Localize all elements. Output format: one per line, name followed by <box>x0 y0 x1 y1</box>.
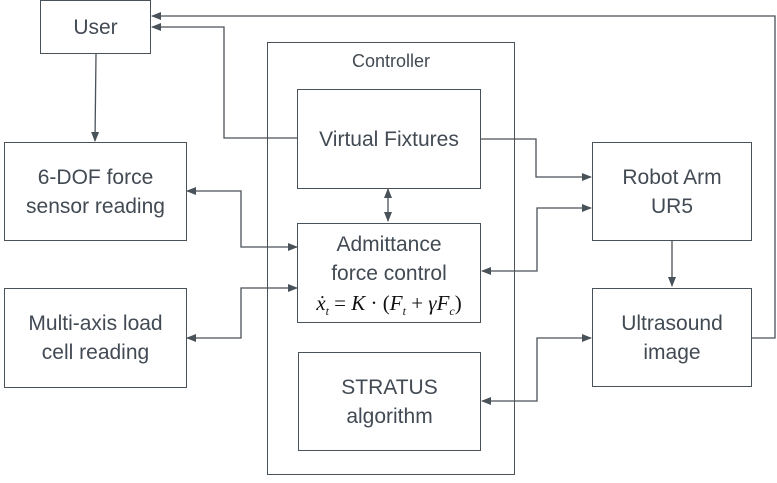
node-ultrasound-label-line1: Ultrasound <box>621 311 723 335</box>
admittance-formula: ẋt = K · (Ft + γFc) <box>316 291 462 319</box>
edge-load-cell-admittance <box>186 284 298 342</box>
node-load-cell[interactable]: Multi-axis load cell reading <box>4 288 187 388</box>
node-robot-arm-label-line2: UR5 <box>650 194 693 218</box>
node-stratus-label-line1: STRATUS <box>341 375 438 399</box>
node-force-sensor-label-line2: sensor reading <box>26 194 165 218</box>
node-virtual-fixtures[interactable]: Virtual Fixtures <box>297 89 481 189</box>
node-ultrasound-label-line2: image <box>643 340 701 364</box>
node-admittance-label-line2: force control <box>331 262 447 285</box>
edge-user-to-force-sensor <box>91 53 100 142</box>
node-ultrasound[interactable]: Ultrasound image <box>592 288 752 387</box>
edge-force-sensor-admittance <box>186 187 298 251</box>
node-admittance-label-line1: Admittance <box>336 233 442 256</box>
edge-ultrasound-stratus <box>481 334 592 405</box>
node-load-cell-label-line2: cell reading <box>41 341 150 364</box>
node-admittance[interactable]: Admittance force control ẋt = K · (Ft + … <box>297 223 481 323</box>
controller-title: Controller <box>351 51 431 71</box>
node-robot-arm-label-line1: Robot Arm <box>622 165 722 189</box>
node-load-cell-label-line1: Multi-axis load <box>28 312 163 335</box>
controller-container: Controller <box>267 42 515 475</box>
edge-virtual-fixtures-to-user <box>151 23 298 139</box>
edge-virtual-fixtures-to-robot-arm <box>480 138 592 181</box>
node-user-label: User <box>73 15 118 39</box>
node-stratus-label-line2: algorithm <box>346 404 433 428</box>
node-user[interactable]: User <box>40 0 151 54</box>
node-virtual-fixtures-label: Virtual Fixtures <box>319 127 459 151</box>
node-force-sensor[interactable]: 6-DOF force sensor reading <box>4 142 187 241</box>
edge-robot-arm-admittance <box>481 204 592 275</box>
node-robot-arm[interactable]: Robot Arm UR5 <box>592 142 752 241</box>
node-force-sensor-label-line1: 6-DOF force <box>37 165 154 189</box>
node-stratus[interactable]: STRATUS algorithm <box>298 352 481 451</box>
edge-ultrasound-to-user <box>151 12 776 339</box>
